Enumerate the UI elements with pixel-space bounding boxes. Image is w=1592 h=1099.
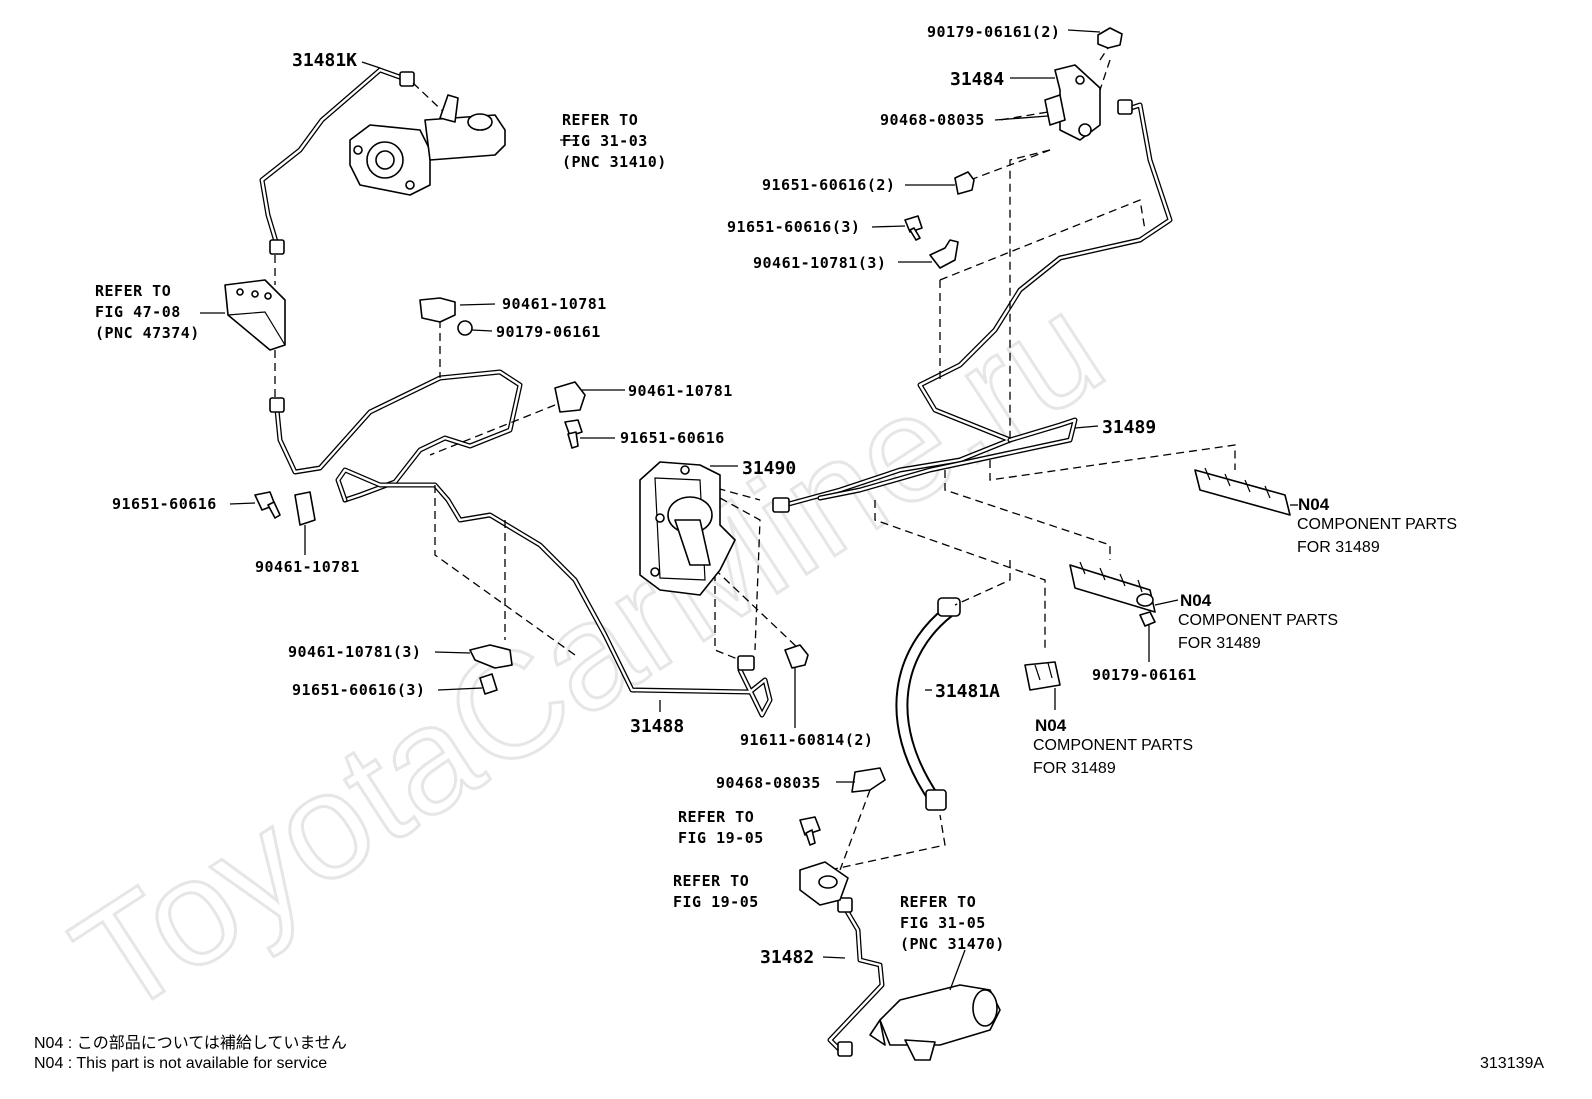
n04-line: FOR 31489 bbox=[1297, 539, 1380, 556]
label-31482: 31482 bbox=[760, 947, 814, 968]
n04-clamp-3 bbox=[1024, 661, 1061, 691]
refer-line: REFER TO bbox=[900, 893, 976, 911]
leader-lines bbox=[200, 29, 1298, 991]
label-31489: 31489 bbox=[1102, 417, 1156, 438]
n04-line: FOR 31489 bbox=[1033, 760, 1116, 777]
refer-line: (PNC 47374) bbox=[95, 324, 200, 342]
refer-line: REFER TO bbox=[678, 808, 754, 826]
label-90461-10781-c: 90461-10781 bbox=[255, 558, 360, 576]
figure-code: 313139A bbox=[1480, 1055, 1544, 1072]
bracket-19-05 bbox=[799, 861, 849, 906]
refer-line: REFER TO bbox=[95, 282, 171, 300]
bolt-left bbox=[254, 491, 281, 519]
footnote-en: N04 : This part is not available for ser… bbox=[34, 1055, 327, 1072]
clip-top bbox=[929, 239, 959, 269]
n04-line: COMPONENT PARTS bbox=[1178, 612, 1338, 629]
label-31488: 31488 bbox=[630, 716, 684, 737]
refer-line: FIG 47-08 bbox=[95, 303, 181, 321]
pipe-31481k bbox=[259, 67, 415, 255]
refer-line: REFER TO bbox=[562, 111, 638, 129]
label-90179-06161-b: 90179-06161 bbox=[1092, 666, 1197, 684]
clip-90468-bottom bbox=[851, 767, 886, 793]
master-cylinder bbox=[349, 94, 506, 196]
n04-block-1: N04 COMPONENT PARTS FOR 31489 bbox=[1297, 495, 1457, 556]
n04-code: N04 bbox=[1298, 495, 1330, 514]
label-90179-06161-a: 90179-06161 bbox=[496, 323, 601, 341]
label-91651-60616-3-top: 91651-60616(3) bbox=[727, 218, 860, 236]
bracket-31484 bbox=[1044, 64, 1101, 141]
label-90461-10781-b: 90461-10781 bbox=[628, 382, 733, 400]
nut-bottom bbox=[1139, 611, 1156, 627]
n04-line: COMPONENT PARTS bbox=[1297, 516, 1457, 533]
pipe-31489 bbox=[772, 99, 1173, 513]
bolt-19-05 bbox=[799, 816, 821, 846]
label-90461-10781-3-bot: 90461-10781(3) bbox=[288, 643, 421, 661]
refer-line: FIG 31-05 bbox=[900, 914, 986, 932]
label-31484: 31484 bbox=[950, 69, 1004, 90]
label-91611-60814-2: 91611-60814(2) bbox=[740, 731, 873, 749]
label-90461-10781-a: 90461-10781 bbox=[502, 295, 607, 313]
label-90179-06161-2: 90179-06161(2) bbox=[927, 23, 1060, 41]
label-91651-60616-a: 91651-60616 bbox=[620, 429, 725, 447]
label-90468-08035-bot: 90468-08035 bbox=[716, 774, 821, 792]
bolt-91651-2 bbox=[954, 171, 975, 195]
refer-fig-47-08: REFER TO FIG 47-08 (PNC 47374) bbox=[95, 282, 200, 342]
refer-line: FIG 19-05 bbox=[673, 893, 759, 911]
n04-code: N04 bbox=[1035, 716, 1067, 735]
bracket-31490 bbox=[639, 461, 736, 596]
pipe-left-lower bbox=[269, 369, 523, 503]
pipe-31482 bbox=[827, 897, 885, 1057]
n04-clamp-1 bbox=[1194, 467, 1291, 516]
callout-labels: 31481K 31484 31489 31490 31481A 31488 31… bbox=[112, 23, 1197, 968]
n04-line: COMPONENT PARTS bbox=[1033, 737, 1193, 754]
label-91651-60616-2: 91651-60616(2) bbox=[762, 176, 895, 194]
clip-left-2 bbox=[294, 491, 316, 526]
clip-left-1 bbox=[419, 297, 473, 336]
label-90468-08035-top: 90468-08035 bbox=[880, 111, 985, 129]
refer-fig-31-03: REFER TO FIG 31-03 (PNC 31410) bbox=[562, 111, 667, 171]
dashed-guides bbox=[274, 44, 1236, 871]
refer-line: FIG 19-05 bbox=[678, 829, 764, 847]
junction-block bbox=[224, 279, 286, 351]
refer-line: (PNC 31470) bbox=[900, 935, 1005, 953]
refer-fig-19-05-b: REFER TO FIG 19-05 bbox=[673, 872, 759, 911]
n04-block-2: N04 COMPONENT PARTS FOR 31489 bbox=[1178, 591, 1338, 652]
label-31481k: 31481K bbox=[292, 50, 357, 71]
label-31490: 31490 bbox=[742, 458, 796, 479]
bolt-91651-3-top bbox=[904, 215, 923, 241]
clip-mid bbox=[554, 381, 586, 413]
label-91651-60616-3-bot: 91651-60616(3) bbox=[292, 681, 425, 699]
footnotes: N04 : この部品については補給していません N04 : This part … bbox=[34, 1034, 347, 1072]
n04-block-3: N04 COMPONENT PARTS FOR 31489 bbox=[1033, 716, 1193, 777]
release-cylinder bbox=[869, 984, 1001, 1061]
label-90461-10781-3-top: 90461-10781(3) bbox=[753, 254, 886, 272]
pipe-31488 bbox=[335, 467, 773, 718]
refer-line: REFER TO bbox=[673, 872, 749, 890]
label-91651-60616-b: 91651-60616 bbox=[112, 495, 217, 513]
n04-line: FOR 31489 bbox=[1178, 635, 1261, 652]
label-31481a: 31481A bbox=[935, 681, 1000, 702]
refer-line: FIG 31-03 bbox=[562, 132, 648, 150]
nut-top bbox=[1097, 27, 1123, 49]
refer-line: (PNC 31410) bbox=[562, 153, 667, 171]
hose-31481a bbox=[895, 597, 961, 811]
n04-code: N04 bbox=[1180, 591, 1212, 610]
refer-fig-19-05-a: REFER TO FIG 19-05 bbox=[678, 808, 764, 847]
clamp-bottom bbox=[469, 644, 513, 695]
footnote-jp: N04 : この部品については補給していません bbox=[34, 1034, 347, 1052]
bolt-91611 bbox=[784, 644, 809, 669]
bolt-mid bbox=[564, 419, 583, 449]
n04-clamp-2 bbox=[1069, 561, 1156, 613]
refer-fig-31-05: REFER TO FIG 31-05 (PNC 31470) bbox=[900, 893, 1005, 953]
